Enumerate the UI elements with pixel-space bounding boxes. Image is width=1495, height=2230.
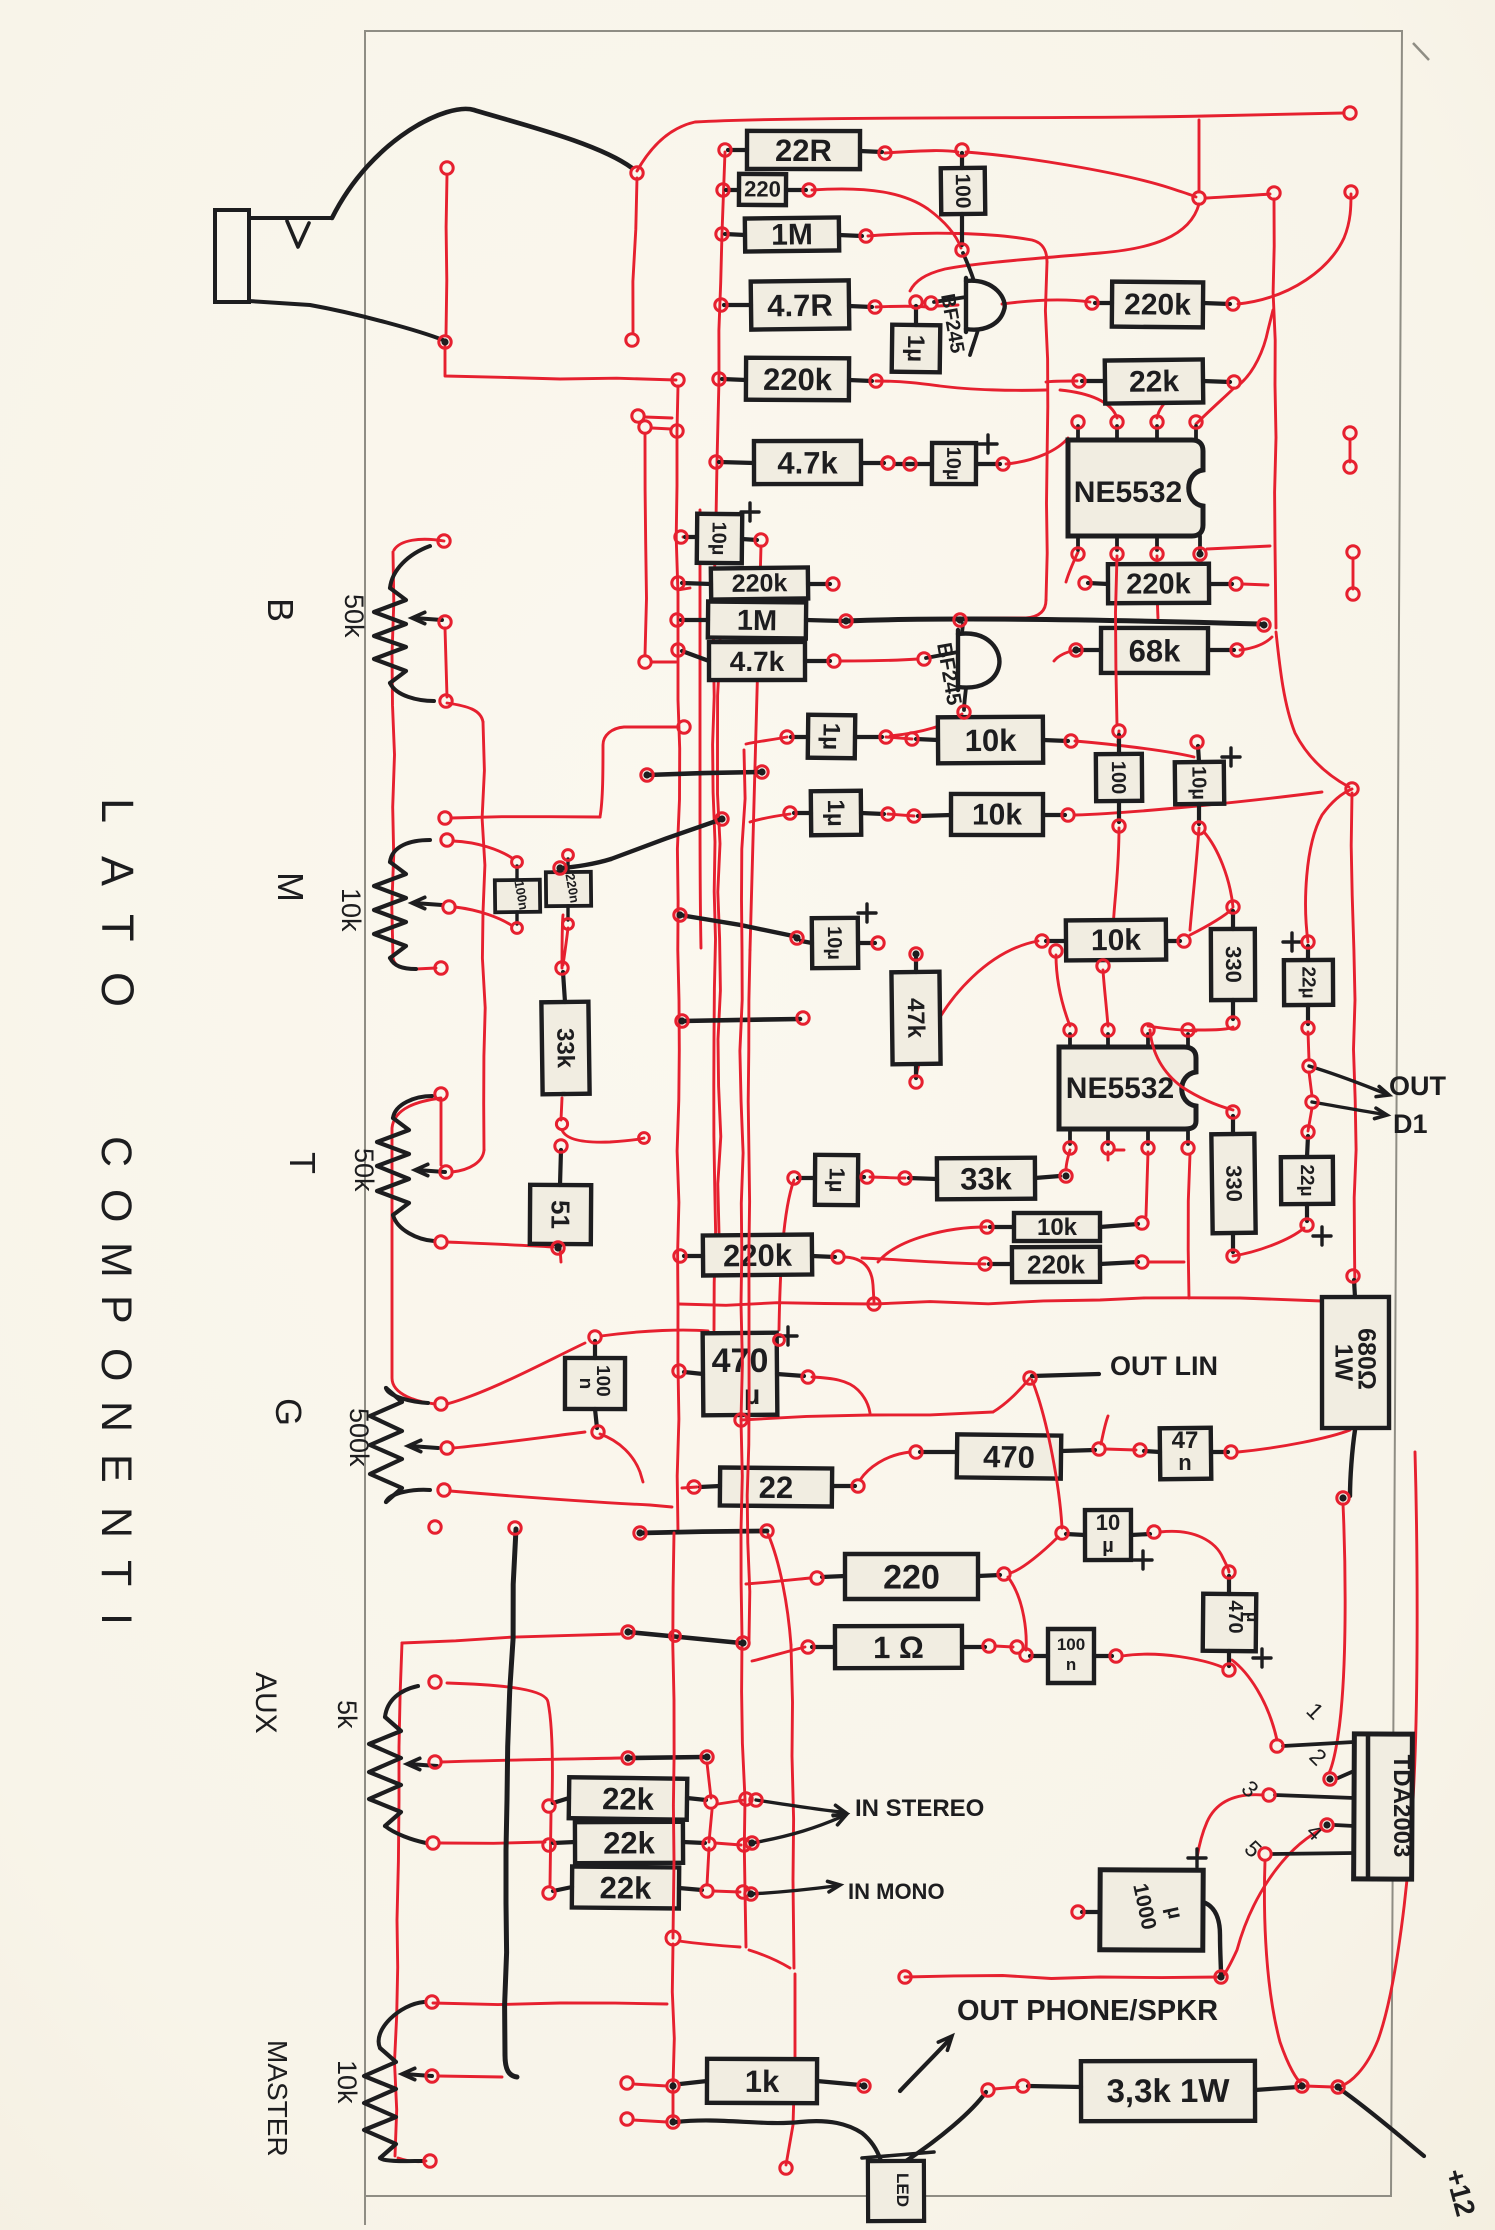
svg-text:470: 470: [712, 1342, 769, 1380]
svg-text:22k: 22k: [1129, 365, 1180, 399]
svg-text:4.7R: 4.7R: [767, 288, 833, 324]
svg-text:220k: 220k: [1027, 1249, 1086, 1279]
svg-text:100: 100: [1057, 1635, 1085, 1654]
svg-text:220: 220: [744, 176, 781, 201]
svg-text:33k: 33k: [960, 1161, 1013, 1196]
svg-text:22µ: 22µ: [1296, 1164, 1317, 1196]
svg-text:C: C: [92, 1136, 140, 1167]
svg-text:470: 470: [1224, 1600, 1246, 1633]
svg-text:100: 100: [951, 173, 974, 208]
svg-text:TDA2003: TDA2003: [1388, 1755, 1415, 1858]
svg-text:1µ: 1µ: [817, 723, 844, 751]
svg-text:33k: 33k: [551, 1028, 579, 1069]
svg-text:22k: 22k: [599, 1870, 652, 1905]
svg-text:47: 47: [1172, 1427, 1199, 1454]
svg-text:220k: 220k: [1126, 568, 1192, 600]
svg-text:O: O: [92, 972, 143, 1007]
svg-text:NE5532: NE5532: [1066, 1072, 1174, 1105]
svg-text:µ: µ: [1102, 1535, 1114, 1557]
svg-text:n: n: [1066, 1655, 1076, 1674]
svg-text:n: n: [1178, 1450, 1191, 1475]
svg-text:220k: 220k: [763, 362, 833, 397]
svg-text:22R: 22R: [775, 133, 832, 168]
svg-text:3,3k 1W: 3,3k 1W: [1106, 2072, 1230, 2109]
svg-text:10k: 10k: [1037, 1214, 1078, 1241]
svg-text:10µ: 10µ: [942, 447, 964, 481]
svg-text:22µ: 22µ: [1297, 966, 1318, 998]
svg-text:10µ: 10µ: [1187, 766, 1209, 800]
svg-text:OUT: OUT: [1389, 1071, 1447, 1101]
svg-text:OUT PHONE/SPKR: OUT PHONE/SPKR: [957, 1995, 1218, 2027]
svg-text:P: P: [92, 1295, 140, 1324]
svg-text:µ: µ: [744, 1379, 760, 1410]
svg-text:T: T: [92, 914, 143, 942]
svg-text:10k: 10k: [1091, 924, 1142, 957]
svg-text:10k: 10k: [972, 798, 1022, 831]
svg-text:220k: 220k: [723, 1238, 793, 1274]
svg-text:1M: 1M: [771, 218, 813, 251]
svg-text:330: 330: [1221, 946, 1246, 983]
svg-text:51: 51: [545, 1200, 575, 1229]
svg-text:10: 10: [1096, 1510, 1120, 1535]
svg-text:I: I: [92, 1613, 140, 1625]
svg-text:1µ: 1µ: [822, 799, 849, 826]
svg-text:G: G: [268, 1398, 309, 1426]
svg-text:10k: 10k: [336, 888, 366, 932]
svg-text:O: O: [92, 1189, 140, 1222]
svg-text:O: O: [92, 1348, 140, 1381]
svg-text:100: 100: [1107, 761, 1129, 795]
svg-text:50k: 50k: [339, 594, 369, 638]
svg-text:NE5532: NE5532: [1074, 476, 1182, 509]
svg-text:330: 330: [1221, 1165, 1246, 1202]
svg-text:1µ: 1µ: [902, 335, 929, 363]
svg-text:µ: µ: [1243, 1612, 1263, 1622]
svg-text:1k: 1k: [745, 2064, 780, 2099]
svg-text:1µ: 1µ: [824, 1167, 849, 1192]
svg-text:10µ: 10µ: [823, 926, 845, 960]
svg-text:A: A: [92, 856, 143, 886]
svg-text:N: N: [92, 1507, 140, 1538]
svg-text:N: N: [92, 1401, 140, 1432]
svg-text:LED: LED: [893, 2173, 912, 2207]
svg-text:470: 470: [983, 1439, 1035, 1475]
svg-text:22k: 22k: [602, 1781, 655, 1817]
svg-text:680Ω 1W: 680Ω 1W: [1329, 1328, 1380, 1397]
svg-text:10k: 10k: [965, 723, 1018, 758]
svg-text:OUT LIN: OUT LIN: [1110, 1351, 1218, 1381]
svg-text:B: B: [260, 598, 301, 622]
svg-text:100n: 100n: [511, 879, 531, 911]
svg-text:4.7k: 4.7k: [730, 646, 785, 677]
svg-text:100 n: 100 n: [575, 1365, 613, 1402]
svg-text:1 Ω: 1 Ω: [873, 1630, 924, 1665]
svg-text:10µ: 10µ: [707, 521, 729, 555]
svg-text:E: E: [92, 1454, 140, 1483]
svg-text:4.7k: 4.7k: [777, 445, 838, 480]
svg-text:10k: 10k: [332, 2060, 362, 2104]
svg-text:M: M: [270, 872, 311, 902]
svg-text:22: 22: [759, 1470, 794, 1505]
svg-text:M: M: [92, 1242, 140, 1278]
svg-text:220: 220: [883, 1558, 940, 1596]
svg-text:L: L: [92, 798, 143, 823]
svg-text:220k: 220k: [1124, 288, 1191, 322]
svg-text:AUX: AUX: [249, 1672, 282, 1734]
svg-text:1M: 1M: [737, 605, 778, 637]
svg-text:68k: 68k: [1129, 633, 1182, 668]
svg-text:47k: 47k: [902, 998, 930, 1039]
svg-text:220n: 220n: [562, 872, 582, 904]
svg-text:IN MONO: IN MONO: [848, 1879, 945, 1904]
svg-text:5k: 5k: [332, 1700, 362, 1729]
svg-text:µ: µ: [1162, 1904, 1187, 1921]
svg-text:T: T: [282, 1152, 323, 1174]
svg-text:22k: 22k: [603, 1825, 656, 1860]
svg-text:IN STEREO: IN STEREO: [855, 1795, 984, 1822]
svg-text:MASTER: MASTER: [262, 2040, 293, 2157]
svg-text:220k: 220k: [732, 569, 788, 598]
svg-text:50k: 50k: [349, 1148, 379, 1192]
svg-text:D1: D1: [1393, 1109, 1428, 1139]
svg-text:T: T: [92, 1560, 140, 1586]
